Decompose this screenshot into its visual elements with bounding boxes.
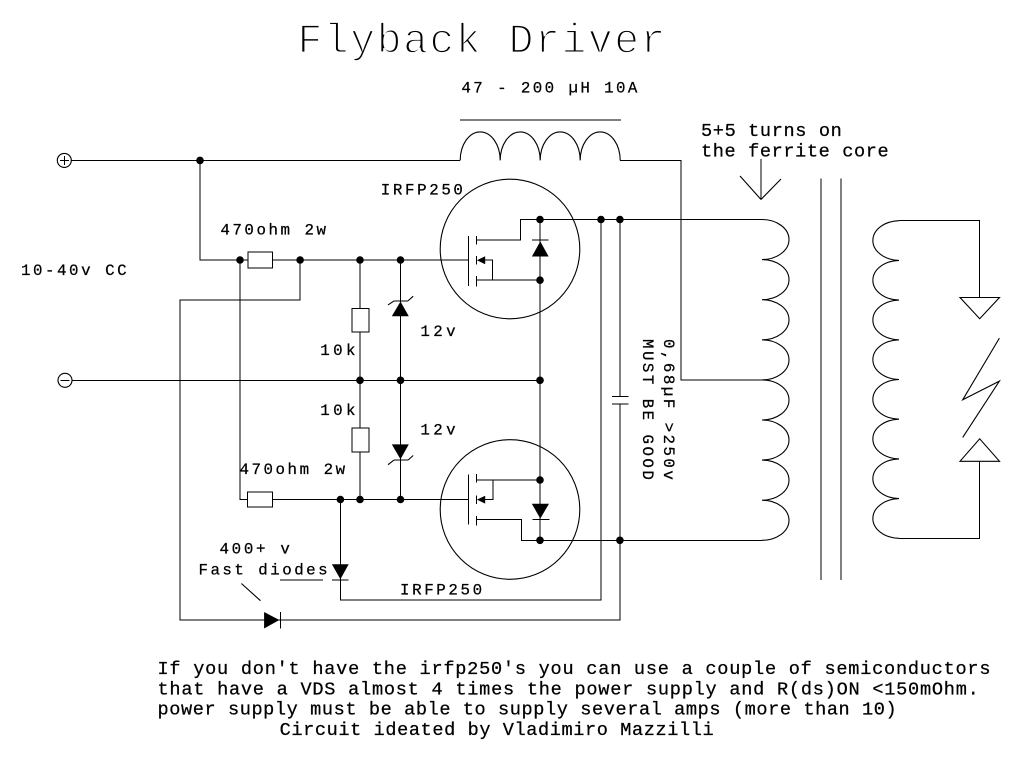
svg-text:10k: 10k — [320, 402, 355, 420]
svg-text:5+5 turns on: 5+5 turns on — [701, 121, 842, 142]
svg-text:the ferrite core: the ferrite core — [701, 141, 889, 162]
svg-text:IRFP250: IRFP250 — [400, 582, 482, 600]
svg-text:Circuit ideated by Vladimiro M: Circuit ideated by Vladimiro Mazzilli — [280, 720, 714, 741]
svg-text:10-40v CC: 10-40v CC — [21, 262, 127, 280]
svg-text:Flyback Driver: Flyback Driver — [298, 20, 666, 66]
svg-text:Fast diodes: Fast diodes — [199, 561, 328, 579]
svg-text:12v: 12v — [420, 422, 455, 440]
svg-text:10k: 10k — [320, 342, 355, 360]
svg-text:IRFP250: IRFP250 — [381, 182, 463, 200]
svg-text:470ohm 2w: 470ohm 2w — [240, 461, 346, 479]
svg-text:47 - 200 µH 10A: 47 - 200 µH 10A — [461, 80, 638, 98]
svg-text:If you don't have the irfp250': If you don't have the irfp250's you can … — [158, 659, 991, 680]
svg-text:470ohm 2w: 470ohm 2w — [220, 221, 326, 239]
svg-text:power supply must be able to s: power supply must be able to supply seve… — [158, 700, 897, 721]
svg-text:12v: 12v — [420, 323, 455, 341]
svg-text:that have a VDS almost 4 times: that have a VDS almost 4 times the power… — [158, 679, 979, 700]
